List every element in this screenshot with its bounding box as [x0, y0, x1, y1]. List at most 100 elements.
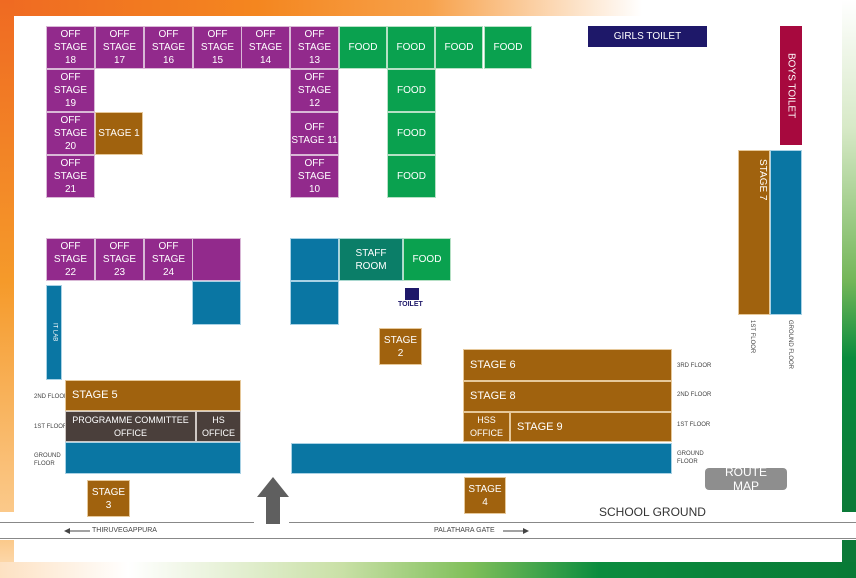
food-stall-label-1: FOOD — [397, 85, 426, 96]
toilet-label: TOILET — [398, 301, 423, 308]
frame-bottom — [0, 562, 856, 578]
off-stage-19-label-1: OFF — [60, 72, 81, 83]
frame-left — [0, 0, 14, 512]
off-stage-24-label-1: OFF — [158, 241, 179, 252]
off-stage-15-label-2: STAGE 15 — [200, 42, 235, 66]
off-stage-13-label-1: OFF — [304, 29, 325, 40]
off-stage-16-label-1: OFF — [158, 29, 179, 40]
off-stage-17-label-2: STAGE 17 — [102, 42, 137, 66]
stage-9[interactable]: STAGE 9 — [510, 412, 672, 442]
building-block-center-bottom — [290, 281, 339, 325]
food-stall-label-1: FOOD — [348, 42, 378, 53]
off-stage-13-label-2: STAGE 13 — [297, 42, 332, 66]
off-stage-12-label-2: STAGE 12 — [297, 85, 332, 109]
off-stage-15-label-1: OFF — [207, 29, 228, 40]
toilet-icon[interactable] — [405, 288, 419, 300]
off-stage-18-label-1: OFF — [60, 29, 81, 40]
off-stage-20-label-2: STAGE 20 — [53, 128, 88, 152]
off-stage-13[interactable]: OFF STAGE 13 — [290, 26, 339, 69]
hs-office[interactable]: HS OFFICE — [196, 411, 241, 442]
off-stage-blank — [192, 238, 241, 281]
stage-8[interactable]: STAGE 8 — [463, 381, 672, 412]
school-ground-label: SCHOOL GROUND — [599, 505, 706, 519]
food-stall-label-1: FOOD — [444, 42, 474, 53]
food-stall-label-1: FOOD — [397, 128, 426, 139]
off-stage-23-label-1: OFF — [109, 241, 130, 252]
stage-4[interactable]: STAGE 4 — [464, 477, 506, 514]
programme-committee-office[interactable]: PROGRAMME COMMITTEE OFFICE — [65, 411, 196, 442]
left-building-2nd-floor-label: 2ND FLOOR — [34, 394, 69, 400]
right-building-2nd-floor-label: 2ND FLOOR — [677, 392, 712, 398]
left-building-ground-floor — [65, 442, 241, 474]
stage-7[interactable]: STAGE 7 — [738, 150, 770, 315]
right-building-3rd-floor-label: 3RD FLOOR — [677, 363, 712, 369]
stage-2[interactable]: STAGE 2 — [379, 328, 422, 365]
off-stage-17[interactable]: OFF STAGE 17 — [95, 26, 144, 69]
off-stage-15[interactable]: OFF STAGE 15 — [193, 26, 242, 69]
stage-3[interactable]: STAGE 3 — [87, 480, 130, 517]
food-stall[interactable]: FOOD — [387, 112, 436, 155]
girls-toilet[interactable]: GIRLS TOILET — [588, 26, 707, 47]
off-stage-19[interactable]: OFF STAGE 19 — [46, 69, 95, 112]
road-edge-top-right — [289, 522, 856, 523]
building-block — [192, 281, 241, 325]
off-stage-10[interactable]: OFF STAGE 10 — [290, 155, 339, 198]
off-stage-11-label-1: OFF — [304, 121, 325, 133]
off-stage-19-label-2: STAGE 19 — [53, 85, 88, 109]
food-stall-label-1: FOOD — [493, 42, 523, 53]
left-building-ground-floor-label: GROUND FLOOR — [34, 453, 61, 467]
right-building-ground-floor-label: GROUND FLOOR — [677, 451, 704, 465]
food-stall[interactable]: FOOD — [387, 155, 436, 198]
off-stage-21-label-2: STAGE 21 — [53, 171, 88, 195]
arrow-left-icon — [64, 528, 90, 534]
road-label-palathara-gate: PALATHARA GATE — [434, 527, 495, 534]
frame-right — [842, 0, 856, 512]
up-arrow-icon — [257, 477, 289, 524]
stage-7-ground-floor-label: GROUND FLOOR — [787, 320, 793, 370]
off-stage-20-label-1: OFF — [60, 115, 81, 126]
off-stage-11-label-2: STAGE 11 — [291, 134, 338, 146]
left-building-1st-floor-label: 1ST FLOOR — [34, 424, 68, 430]
road-edge-bottom — [0, 538, 856, 539]
off-stage-10-label-2: STAGE 10 — [297, 171, 332, 195]
food-stall[interactable]: FOOD — [484, 26, 532, 69]
boys-toilet[interactable]: BOYS TOILET — [780, 26, 802, 145]
off-stage-12-label-1: OFF — [304, 72, 325, 83]
food-stall[interactable]: FOOD — [387, 69, 436, 112]
frame-top — [0, 0, 856, 16]
right-building-ground-floor — [291, 443, 672, 474]
off-stage-16[interactable]: OFF STAGE 16 — [144, 26, 193, 69]
staff-room[interactable]: STAFF ROOM — [339, 238, 403, 281]
food-stall[interactable]: FOOD — [435, 26, 483, 69]
road-edge-top-left — [0, 522, 254, 523]
stage-7-first-floor-label: 1ST FLOOR — [749, 320, 755, 354]
off-stage-21[interactable]: OFF STAGE 21 — [46, 155, 95, 198]
stage-1[interactable]: STAGE 1 — [95, 112, 143, 155]
off-stage-16-label-2: STAGE 16 — [151, 42, 186, 66]
off-stage-10-label-1: OFF — [304, 158, 325, 169]
food-stall-label-1: FOOD — [396, 42, 426, 53]
off-stage-21-label-1: OFF — [60, 158, 81, 169]
food-staff[interactable]: FOOD — [403, 238, 451, 281]
off-stage-24-label-2: STAGE 24 — [151, 254, 186, 278]
food-stall[interactable]: FOOD — [339, 26, 387, 69]
off-stage-12[interactable]: OFF STAGE 12 — [290, 69, 339, 112]
food-stall[interactable]: FOOD — [387, 26, 435, 69]
route-map-button[interactable]: ROUTE MAP — [705, 465, 787, 493]
road-label-thiruvegappura: THIRUVEGAPPURA — [92, 527, 157, 534]
stage-7-ground-floor — [770, 150, 802, 315]
off-stage-22-label-1: OFF — [60, 241, 81, 252]
it-lab[interactable]: IT LAB — [46, 285, 62, 380]
off-stage-20[interactable]: OFF STAGE 20 — [46, 112, 95, 155]
stage-5[interactable]: STAGE 5 — [65, 380, 241, 411]
stage-6[interactable]: STAGE 6 — [463, 349, 672, 381]
hss-office[interactable]: HSS OFFICE — [463, 412, 510, 442]
arrow-right-icon — [503, 528, 529, 534]
off-stage-24[interactable]: OFF STAGE 24 — [144, 238, 193, 281]
off-stage-17-label-1: OFF — [109, 29, 130, 40]
